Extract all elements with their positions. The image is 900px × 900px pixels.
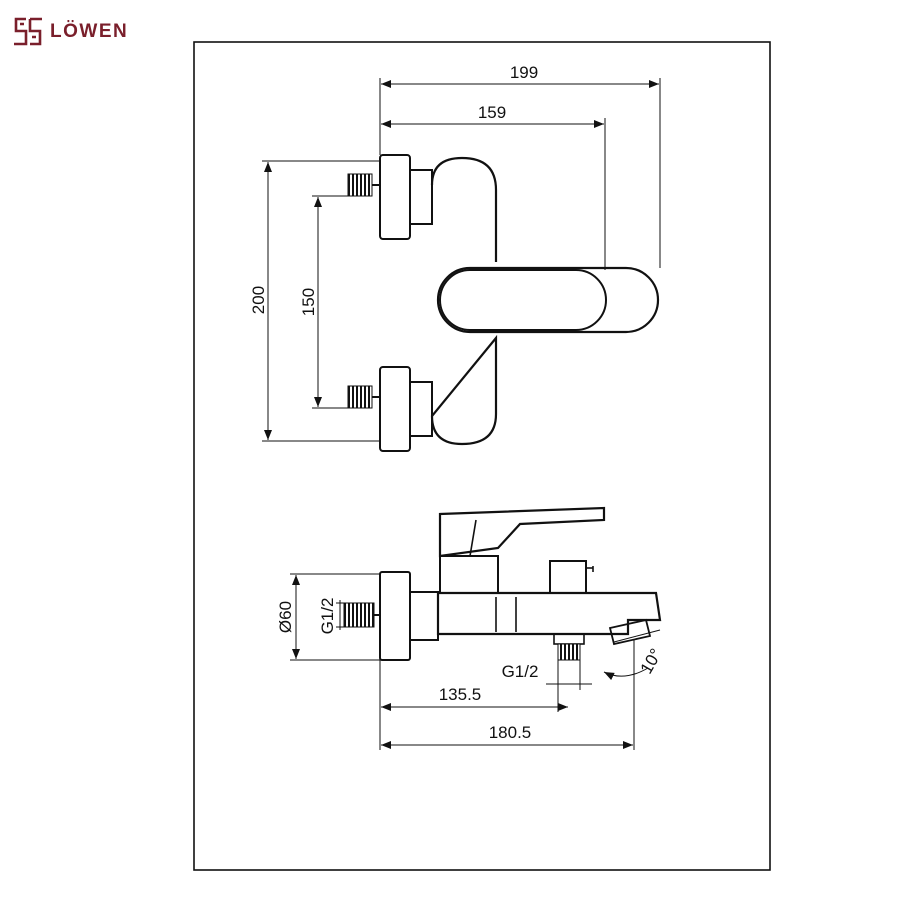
dim-label-199: 199 — [510, 63, 538, 82]
side-view-shower-outlet-thread — [557, 643, 581, 661]
dim-label-10-deg: 10° — [637, 645, 666, 677]
top-view-upper-thread — [347, 173, 373, 197]
dim-label-200: 200 — [249, 286, 268, 314]
side-view-diverter — [549, 560, 587, 594]
angle-arc-10 — [603, 667, 649, 681]
dim-label-outlet-g12: G1/2 — [502, 662, 539, 681]
top-view-lower-nut — [409, 381, 433, 437]
side-view: Ø60 G1/2 G1/2 135.5 180.5 10° — [276, 506, 666, 750]
top-view-handle — [436, 266, 660, 334]
dim-label-d60: Ø60 — [276, 601, 295, 633]
dim-label-inlet-g12: G1/2 — [318, 598, 337, 635]
side-view-handle — [438, 506, 606, 558]
brand-logo: LÖWEN — [10, 14, 128, 50]
top-view-upper-nut — [409, 169, 433, 225]
dim-label-135-5: 135.5 — [439, 685, 482, 704]
dim-label-159: 159 — [478, 103, 506, 122]
top-view-upper-flange — [379, 154, 411, 240]
top-view-body — [430, 156, 498, 446]
side-view-inlet-thread — [343, 602, 375, 628]
brand-name: LÖWEN — [50, 21, 129, 42]
drawing-border — [193, 41, 771, 871]
top-view-handle-inner — [439, 269, 607, 331]
side-view-spout-outlet — [608, 618, 652, 646]
side-view-nut — [409, 591, 439, 641]
dim-label-180-5: 180.5 — [489, 723, 532, 742]
top-view: 199 159 200 150 — [249, 63, 661, 452]
logo-monogram-icon — [14, 17, 42, 46]
side-view-spout — [436, 591, 662, 636]
side-view-cartridge — [439, 555, 499, 594]
dim-label-150: 150 — [299, 288, 318, 316]
side-view-flange — [379, 571, 411, 661]
side-view-shower-outlet-nut — [553, 633, 585, 645]
top-view-lower-thread — [347, 385, 373, 409]
top-view-lower-flange — [379, 366, 411, 452]
